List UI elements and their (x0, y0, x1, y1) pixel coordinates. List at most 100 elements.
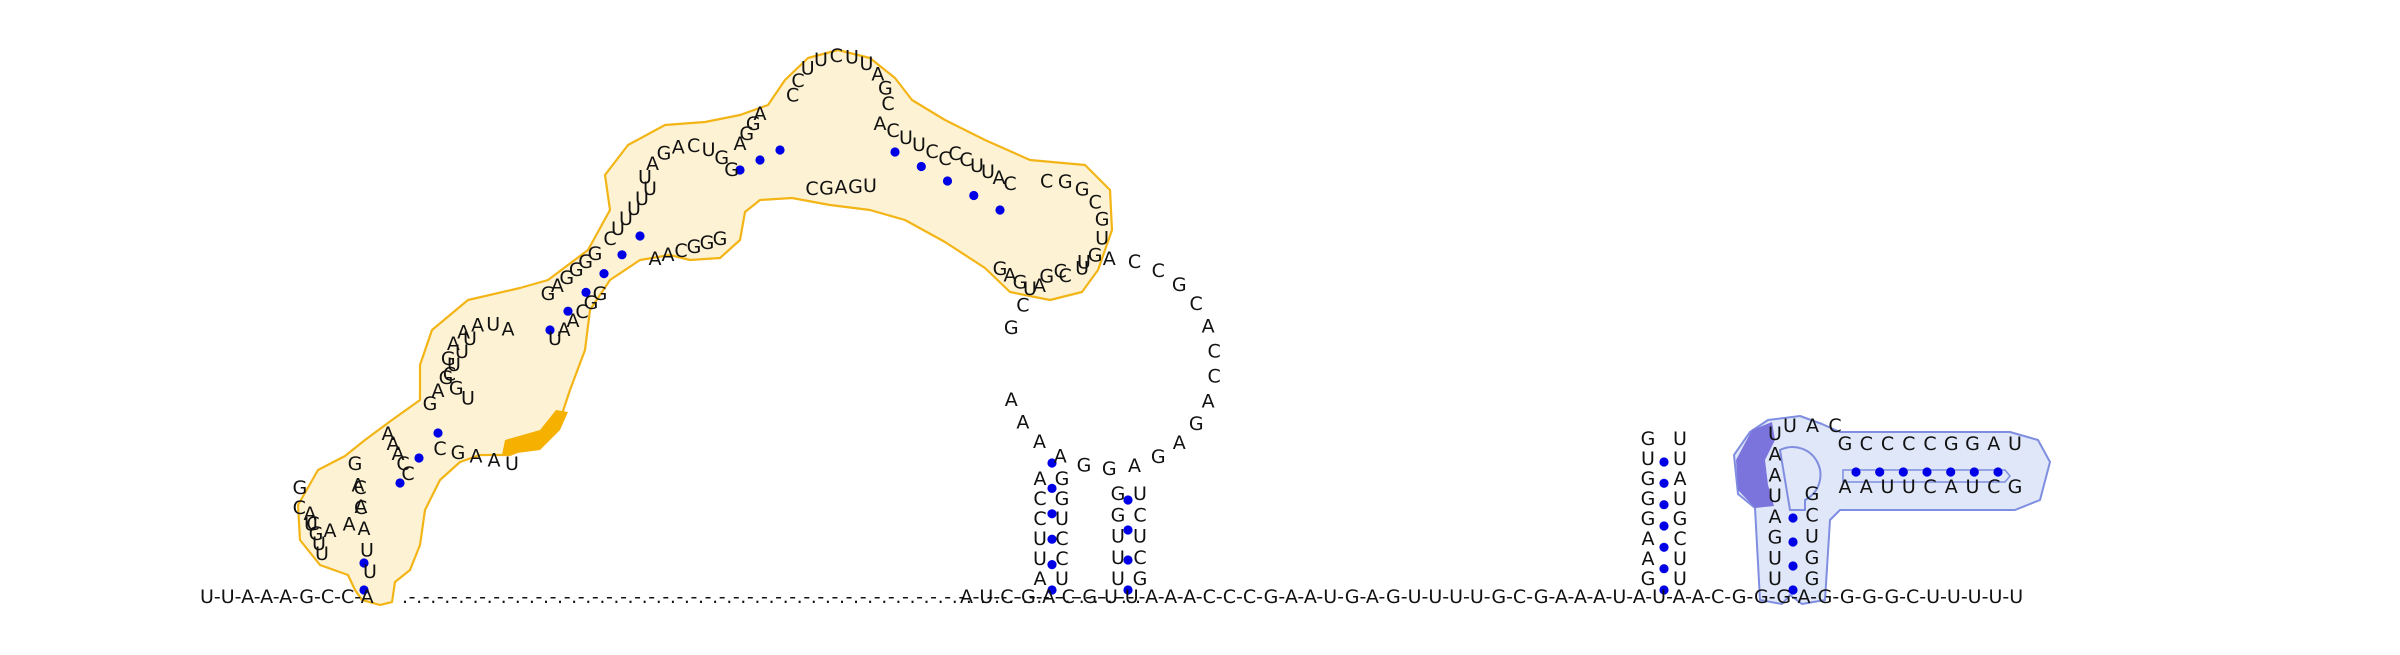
nucleotide: C (1133, 504, 1146, 526)
nucleotide: U (1077, 251, 1091, 273)
base-pair-dot (1946, 467, 1956, 477)
base-pair-dot (1788, 585, 1798, 595)
nucleotide: G (1088, 244, 1103, 266)
base-pair-dot (545, 325, 555, 335)
nucleotide: C (1128, 251, 1141, 273)
nucleotide: C (1923, 433, 1936, 455)
nucleotide: C (959, 149, 972, 171)
nucleotide: A (835, 177, 848, 199)
nucleotide: C (938, 148, 951, 170)
nucleotide: A (432, 380, 445, 402)
base-pair-dot (1659, 478, 1669, 488)
nucleotide: G (1172, 274, 1187, 296)
nucleotide: A (1103, 248, 1116, 270)
base-pair-dot (890, 147, 900, 157)
nucleotide: U (548, 328, 562, 350)
nucleotide: A (1945, 476, 1958, 498)
nucleotide: C (353, 477, 366, 499)
nucleotide: A (1674, 468, 1687, 490)
nucleotide: G (1768, 527, 1783, 549)
nucleotide: C (1040, 171, 1053, 193)
domain-2-inner-cutout (1778, 446, 1822, 511)
nucleotide: G (441, 348, 456, 370)
nucleotide: C (1190, 293, 1203, 315)
nucleotide: G (578, 251, 593, 273)
nucleotide: C (293, 497, 306, 519)
nucleotide: U (1055, 508, 1069, 530)
nucleotide: U (461, 388, 475, 410)
nucleotide: U (315, 543, 329, 565)
nucleotide: A (502, 318, 515, 340)
nucleotide: G (439, 367, 454, 389)
domain-1-highlight (502, 410, 568, 455)
base-pair-dot (1047, 483, 1057, 493)
nucleotide: G (348, 453, 363, 475)
nucleotide: U (1133, 483, 1147, 505)
nucleotide: A (1987, 433, 2000, 455)
nucleotide: G (451, 442, 466, 464)
nucleotide: U (1673, 548, 1687, 570)
nucleotide: C (1055, 528, 1068, 550)
nucleotide: A (324, 520, 337, 542)
nucleotide: C (1088, 192, 1101, 214)
nucleotide: G (700, 232, 715, 254)
nucleotide: C (1987, 476, 2000, 498)
nucleotide: U (1966, 476, 1980, 498)
baseline-start: U-U-A-A-A-G-C-C-A (200, 586, 374, 608)
nucleotide: A (352, 475, 365, 497)
nucleotide: G (1641, 468, 1656, 490)
nucleotide: U (1641, 448, 1655, 470)
nucleotide: A (993, 167, 1006, 189)
nucleotide: A (1202, 316, 1215, 338)
nucleotide: A (358, 518, 371, 540)
nucleotide: G (2008, 476, 2023, 498)
nucleotide: A (488, 449, 501, 471)
nucleotide: U (1768, 547, 1782, 569)
nucleotide: C (805, 178, 818, 200)
nucleotide: C (1016, 294, 1029, 316)
nucleotide: U (1768, 485, 1782, 507)
nucleotide: A (1642, 528, 1655, 550)
nucleotide: U (1075, 258, 1089, 280)
base-pair-dot (1047, 585, 1057, 595)
nucleotide: G (1133, 568, 1148, 590)
nucleotide: G (1111, 504, 1126, 526)
nucleotide: U (2008, 433, 2022, 455)
nucleotide: G (1004, 317, 1019, 339)
nucleotide: G (993, 258, 1008, 280)
nucleotide: A (1769, 506, 1782, 528)
nucleotide: U (1768, 423, 1782, 445)
nucleotide: U (859, 53, 873, 75)
base-pair-dot (969, 190, 979, 201)
base-pair-dot (433, 428, 443, 438)
nucleotide: U (611, 218, 625, 240)
nucleotide: G (1013, 271, 1028, 293)
nucleotide: U (1111, 568, 1125, 590)
base-pair-dot (995, 205, 1005, 215)
nucleotide: U (1673, 488, 1687, 510)
nucleotide: U (801, 58, 815, 80)
nucleotide: G (713, 228, 728, 250)
nucleotide: U (1902, 476, 1916, 498)
base-pair-dot (1123, 495, 1133, 505)
nucleotide: U (1055, 568, 1069, 590)
nucleotide: U (1673, 428, 1687, 450)
nucleotide: U (1095, 227, 1109, 249)
nucleotide: G (449, 377, 464, 399)
nucleotide: G (593, 283, 608, 305)
nucleotide: A (1005, 389, 1018, 411)
nucleotide: U (1768, 568, 1782, 590)
nucleotide: G (1055, 488, 1070, 510)
nucleotide: A (871, 64, 884, 86)
base-pair-dot (359, 585, 369, 595)
nucleotide: C (1054, 261, 1067, 283)
nucleotide: A (457, 321, 470, 343)
nucleotide: C (786, 85, 799, 107)
nucleotide: C (1033, 488, 1046, 510)
nucleotide: C (886, 120, 899, 142)
nucleotide: C (354, 497, 367, 519)
nucleotide: G (309, 523, 324, 545)
base-pair-dot (1123, 525, 1133, 535)
nucleotide: U (1023, 278, 1037, 300)
nucleotide: G (1111, 483, 1126, 505)
